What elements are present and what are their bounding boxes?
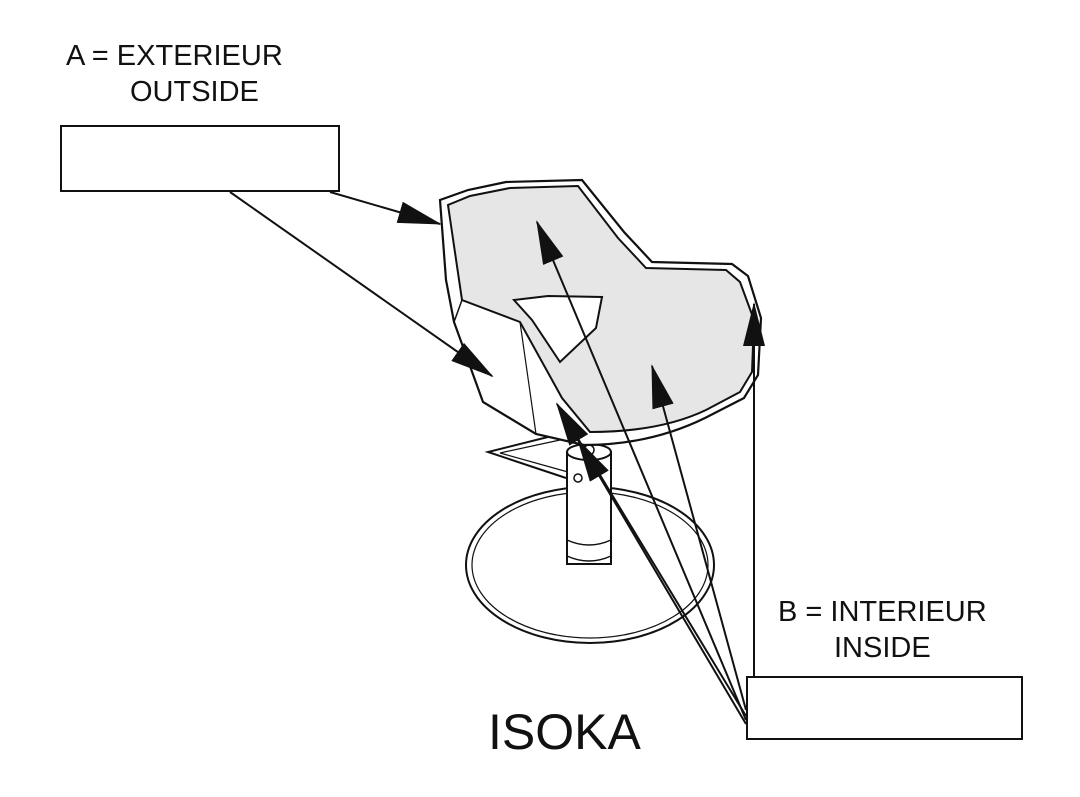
leader-lines-exterior (229, 191, 494, 378)
interior-label-french: B = INTERIEUR (778, 596, 987, 628)
product-title: ISOKA (488, 704, 641, 760)
exterior-label-box (60, 125, 340, 192)
seat-shell (438, 178, 763, 447)
leader-lines-interior (536, 220, 765, 725)
exterior-label-english: OUTSIDE (130, 76, 259, 108)
seat-interior (446, 184, 756, 434)
pump-lever (484, 433, 569, 479)
interior-label-english: INSIDE (834, 632, 931, 664)
interior-label-box (746, 676, 1023, 740)
chair-column (566, 443, 612, 565)
exterior-label-french: A = EXTERIEUR (66, 40, 283, 72)
